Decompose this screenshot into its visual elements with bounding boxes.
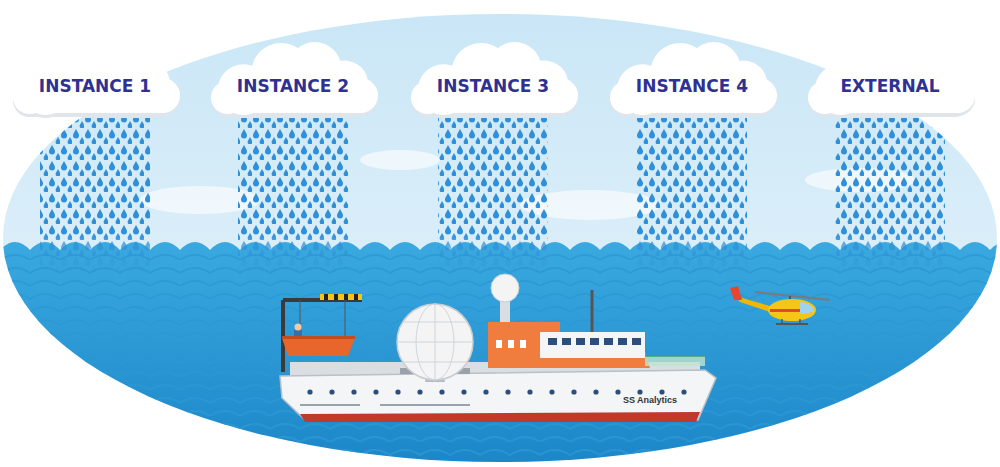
rain-column — [238, 118, 348, 273]
porthole — [483, 389, 488, 394]
porthole — [373, 389, 378, 394]
porthole — [329, 389, 334, 394]
porthole — [659, 389, 664, 394]
rain-column — [637, 118, 747, 273]
rain — [40, 118, 945, 273]
cloud-label: INSTANCE 4 — [636, 76, 748, 96]
porthole — [549, 389, 554, 394]
cloud-label: INSTANCE 2 — [237, 76, 349, 96]
porthole — [395, 389, 400, 394]
cloud-label: INSTANCE 1 — [39, 76, 151, 96]
porthole — [527, 389, 532, 394]
cloud-label: EXTERNAL — [840, 76, 939, 96]
rain-column — [40, 118, 150, 273]
cloud-node: INSTANCE 4 — [603, 39, 781, 117]
porthole — [593, 389, 598, 394]
cloud-node: INSTANCE 3 — [404, 39, 582, 117]
rain-column — [438, 118, 548, 273]
porthole — [351, 389, 356, 394]
porthole — [571, 389, 576, 394]
porthole — [417, 389, 422, 394]
porthole — [439, 389, 444, 394]
ship-name-plate: SS Analytics — [620, 394, 680, 406]
ship-name: SS Analytics — [623, 395, 677, 405]
porthole — [461, 389, 466, 394]
ship — [280, 274, 716, 422]
porthole — [681, 389, 686, 394]
helicopter — [730, 286, 830, 324]
porthole — [637, 389, 642, 394]
cloud-node: INSTANCE 2 — [204, 39, 382, 117]
cloud-node: EXTERNAL — [801, 39, 979, 117]
rain-column — [835, 118, 945, 273]
porthole — [505, 389, 510, 394]
cloud-node: INSTANCE 1 — [6, 39, 184, 117]
porthole — [307, 389, 312, 394]
wave-pattern — [0, 250, 1000, 467]
cloud-label: INSTANCE 3 — [437, 76, 549, 96]
porthole — [615, 389, 620, 394]
